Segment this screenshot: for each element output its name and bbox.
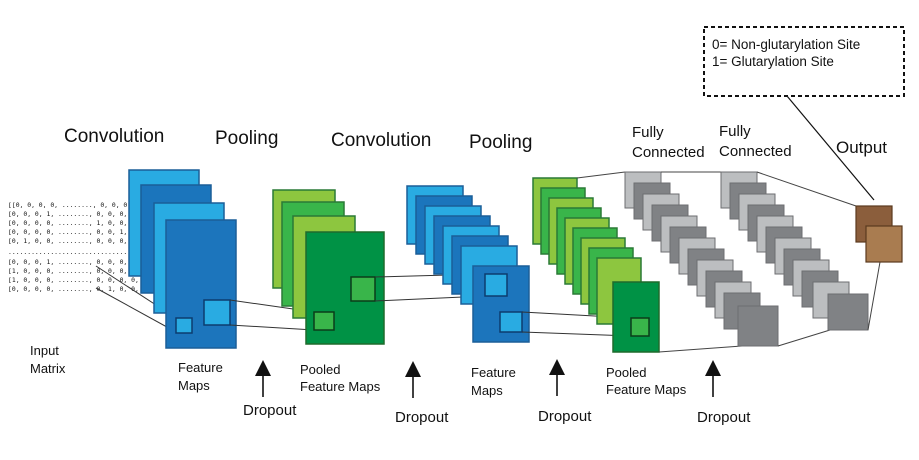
- label-output: Output: [836, 138, 887, 157]
- label-pooled1-line1: Pooled: [300, 362, 340, 377]
- matrix-row: [0, 0, 0, 1, ........, 0, 0, 0, 0, 0]: [8, 258, 150, 266]
- label-input-line2: Matrix: [30, 361, 66, 376]
- dropout-label-4: Dropout: [697, 409, 751, 426]
- label-fc2-line1: Fully: [719, 123, 751, 140]
- legend-line-2: 1= Glutarylation Site: [712, 54, 834, 69]
- legend-connector: [786, 95, 875, 201]
- matrix-row: [[0, 0, 0, 0, ........, 0, 0, 0, 0, 1]: [8, 201, 154, 209]
- label-pooled2-line1: Pooled: [606, 365, 646, 380]
- matrix-row: [0, 0, 0, 0, ........, 0, 1, 0, 0, 0]]: [8, 285, 154, 293]
- connector-line: [777, 329, 831, 347]
- fc1-layer: [624, 171, 779, 347]
- matrix-row: [0, 1, 0, 0, ........, 0, 0, 0, 0, 0]: [8, 237, 150, 245]
- dropout-label-1: Dropout: [243, 402, 297, 419]
- label-fc1-line2: Connected: [632, 144, 705, 161]
- conv2-feature-maps: [406, 185, 530, 343]
- input-matrix: [[0, 0, 0, 0, ........, 0, 0, 0, 0, 1] […: [8, 201, 216, 293]
- label-feature2-line1: Feature: [471, 365, 516, 380]
- label-pooled2-line2: Feature Maps: [606, 382, 687, 397]
- matrix-row: [0, 0, 0, 0, ........, 1, 0, 0, 0, 0]: [8, 219, 150, 227]
- matrix-row: [0, 0, 0, 1, ........, 0, 0, 0, 0, 0]: [8, 210, 150, 218]
- dropout-label-3: Dropout: [538, 408, 592, 425]
- connector-line: [95, 287, 177, 333]
- connector-line: [658, 345, 743, 353]
- connector-line: [229, 324, 315, 331]
- pool2-feature-maps: [532, 177, 660, 353]
- label-convolution-1: Convolution: [64, 126, 164, 147]
- label-pooling-1: Pooling: [215, 128, 278, 149]
- label-input-line1: Input: [30, 343, 59, 358]
- pool1-feature-maps: [272, 189, 385, 345]
- fc2-layer: [720, 171, 869, 331]
- connector-line: [756, 171, 857, 207]
- label-pooled1-line2: Feature Maps: [300, 379, 381, 394]
- label-feature1-line2: Maps: [178, 378, 210, 393]
- legend-box: 0= Non-glutarylation Site 1= Glutarylati…: [703, 26, 905, 97]
- label-feature1-line1: Feature: [178, 360, 223, 375]
- dropout-label-2: Dropout: [395, 409, 449, 426]
- connector-line: [576, 171, 626, 179]
- conv1-feature-maps: [128, 169, 237, 349]
- legend-line-1: 0= Non-glutarylation Site: [712, 37, 860, 52]
- label-fc2-line2: Connected: [719, 143, 792, 160]
- matrix-row: [0, 0, 0, 0, ........, 0, 0, 1, 0, 0]: [8, 228, 150, 236]
- label-fc1-line1: Fully: [632, 124, 664, 141]
- matrix-row: [1, 0, 0, 0, ........, 0, 0, 0, 0, 0]: [8, 276, 150, 284]
- label-pooling-2: Pooling: [469, 132, 532, 153]
- matrix-row: ........................................…: [8, 248, 216, 256]
- label-feature2-line2: Maps: [471, 383, 503, 398]
- label-convolution-2: Convolution: [331, 130, 431, 151]
- connector-line: [867, 261, 881, 331]
- output-units: [855, 205, 903, 263]
- matrix-row: [1, 0, 0, 0, ........, 0, 0, 0, 0, 0]: [8, 267, 150, 275]
